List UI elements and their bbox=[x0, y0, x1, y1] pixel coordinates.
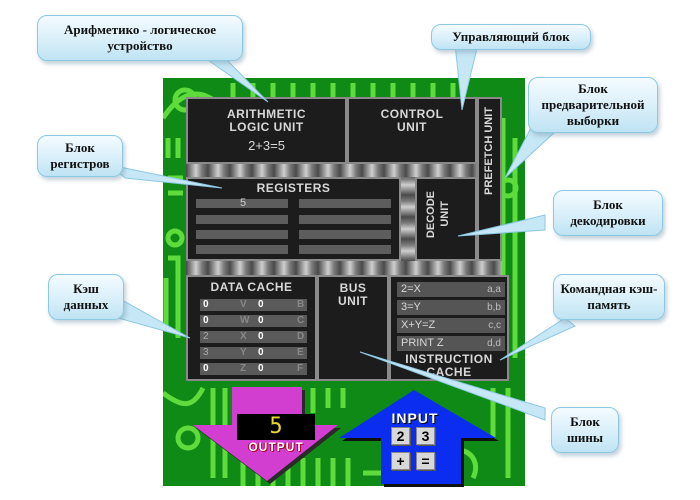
control-unit-chip[interactable]: CONTROL UNIT bbox=[347, 97, 477, 164]
instruction-address: a,a bbox=[487, 284, 501, 295]
decode-callout-pointer bbox=[457, 214, 546, 237]
input-label: INPUT bbox=[391, 410, 439, 426]
instruction-row: X+Y=Z c,c bbox=[397, 318, 505, 333]
instruction-cache-chip[interactable]: 2=X a,a 3=Y b,b X+Y=Z c,c PRINT Z d,d IN… bbox=[389, 275, 509, 381]
cache-value: 0 bbox=[258, 299, 264, 310]
data-cache-row: 3 Y 0 E bbox=[200, 347, 307, 359]
cache-key: B bbox=[297, 299, 305, 310]
instruction-row: PRINT Z d,d bbox=[397, 336, 505, 351]
cache-value: 0 bbox=[203, 315, 209, 326]
register-value: 5 bbox=[240, 197, 247, 209]
bus-callout-pointer bbox=[359, 351, 546, 421]
internal-bus-middle bbox=[186, 261, 502, 275]
instruction-row: 2=X a,a bbox=[397, 282, 505, 297]
instruction-code: X+Y=Z bbox=[401, 319, 436, 331]
alu-callout-pointer bbox=[203, 57, 269, 103]
instruction-code: 2=X bbox=[401, 283, 421, 295]
decode-unit-chip[interactable]: DECODE UNIT bbox=[415, 177, 477, 261]
decode-callout: Блок декодировки bbox=[553, 190, 663, 236]
register-6 bbox=[196, 245, 288, 254]
cache-value: 2 bbox=[203, 331, 209, 342]
cache-key: D bbox=[297, 331, 305, 342]
register-4 bbox=[196, 230, 288, 239]
input-key-plus[interactable]: + bbox=[391, 452, 410, 470]
cache-key: W bbox=[240, 315, 250, 326]
instruction-code: PRINT Z bbox=[401, 337, 444, 349]
register-5 bbox=[299, 230, 391, 239]
data-cache-callout: Кэш данных bbox=[48, 274, 124, 320]
instruction-address: b,b bbox=[487, 302, 501, 313]
key-label: + bbox=[396, 453, 405, 469]
instruction-code: 3=Y bbox=[401, 301, 421, 313]
bus-title-line1: BUS bbox=[339, 281, 367, 295]
cache-value: 0 bbox=[203, 363, 209, 374]
cache-value: 0 bbox=[258, 315, 264, 326]
data-cache-title: DATA CACHE bbox=[210, 280, 293, 294]
register-2 bbox=[196, 215, 288, 224]
cache-key: Y bbox=[240, 347, 247, 358]
cache-value: 0 bbox=[258, 363, 264, 374]
data-cache-row: 0 W 0 C bbox=[200, 315, 307, 327]
cache-value: 3 bbox=[203, 347, 209, 358]
control-title-line2: UNIT bbox=[397, 120, 427, 134]
alu-title-line1: ARITHMETIC bbox=[227, 107, 306, 121]
prefetch-callout: Блок предварительной выборки bbox=[528, 77, 658, 133]
alu-expression: 2+3=5 bbox=[248, 138, 285, 153]
alu-callout: Арифметико - логическое устройство bbox=[37, 15, 243, 61]
output-value: 5 bbox=[269, 414, 283, 439]
cache-key: E bbox=[297, 347, 304, 358]
bus-unit-chip[interactable]: BUS UNIT bbox=[317, 275, 389, 381]
registers-callout: Блок регистров bbox=[37, 135, 123, 177]
key-label: 2 bbox=[396, 428, 405, 444]
output-label: OUTPUT bbox=[248, 440, 304, 454]
registers-title: REGISTERS bbox=[256, 181, 331, 195]
instruction-cache-callout-pointer bbox=[499, 317, 576, 361]
output-display: 5 bbox=[237, 414, 315, 440]
cache-value: 0 bbox=[258, 331, 264, 342]
alu-title-line2: LOGIC UNIT bbox=[229, 120, 304, 134]
cache-key: C bbox=[297, 315, 305, 326]
cache-key: X bbox=[240, 331, 247, 342]
cache-value: 0 bbox=[203, 299, 209, 310]
cache-value: 0 bbox=[258, 347, 264, 358]
cache-key: Z bbox=[240, 363, 247, 374]
cache-key: V bbox=[240, 299, 247, 310]
data-cache-callout-pointer bbox=[117, 299, 191, 339]
key-label: 3 bbox=[421, 428, 430, 444]
bus-title-line2: UNIT bbox=[338, 294, 368, 308]
control-callout-pointer bbox=[454, 43, 479, 111]
key-label: = bbox=[421, 453, 430, 469]
data-cache-row: 2 X 0 D bbox=[200, 331, 307, 343]
register-0: 5 bbox=[196, 197, 288, 209]
registers-callout-pointer bbox=[108, 164, 223, 189]
internal-bus-top bbox=[186, 163, 502, 177]
data-cache-row: 0 V 0 B bbox=[200, 299, 307, 311]
data-cache-row: 0 Z 0 F bbox=[200, 363, 307, 375]
control-callout: Управляющий блок bbox=[431, 24, 591, 50]
control-title-line1: CONTROL bbox=[380, 107, 444, 121]
cache-key: F bbox=[297, 363, 304, 374]
input-key-equals[interactable]: = bbox=[416, 452, 435, 470]
instruction-address: c,c bbox=[488, 320, 501, 331]
register-3 bbox=[299, 215, 391, 224]
bus-callout: Блок шины bbox=[551, 407, 619, 453]
instruction-cache-callout: Командная кэш-память bbox=[553, 274, 665, 320]
input-key-2[interactable]: 2 bbox=[391, 427, 410, 445]
instruction-address: d,d bbox=[487, 338, 501, 349]
registers-chip[interactable]: REGISTERS 5 bbox=[186, 177, 401, 261]
register-7 bbox=[299, 245, 391, 254]
input-key-3[interactable]: 3 bbox=[416, 427, 435, 445]
alu-chip[interactable]: ARITHMETIC LOGIC UNIT 2+3=5 bbox=[186, 97, 347, 164]
instruction-row: 3=Y b,b bbox=[397, 300, 505, 315]
internal-bus-vertical bbox=[401, 177, 415, 261]
instruction-cache-title-line1: INSTRUCTION bbox=[405, 352, 493, 366]
data-cache-chip[interactable]: DATA CACHE 0 V 0 B 0 W 0 C 2 X 0 D 3 Y 0… bbox=[186, 275, 317, 381]
register-1 bbox=[299, 199, 391, 208]
